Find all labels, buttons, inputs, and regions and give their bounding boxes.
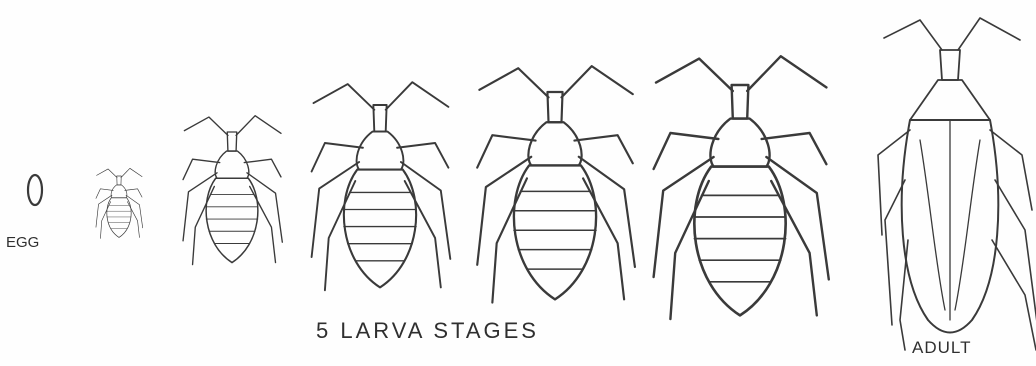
larva-stage-4-drawing: [477, 66, 635, 303]
larva-stage-2-drawing: [183, 116, 282, 265]
larva-stages-label: 5 LARVA STAGES: [316, 318, 539, 344]
adult-drawing: [878, 18, 1036, 350]
adult-label: ADULT: [912, 338, 971, 358]
larva-stage-3-drawing: [312, 82, 451, 290]
egg-label: EGG: [6, 234, 39, 251]
larva-stage-5-drawing: [654, 56, 829, 319]
larva-stage-1-drawing: [96, 168, 143, 238]
egg-drawing: [28, 175, 42, 205]
